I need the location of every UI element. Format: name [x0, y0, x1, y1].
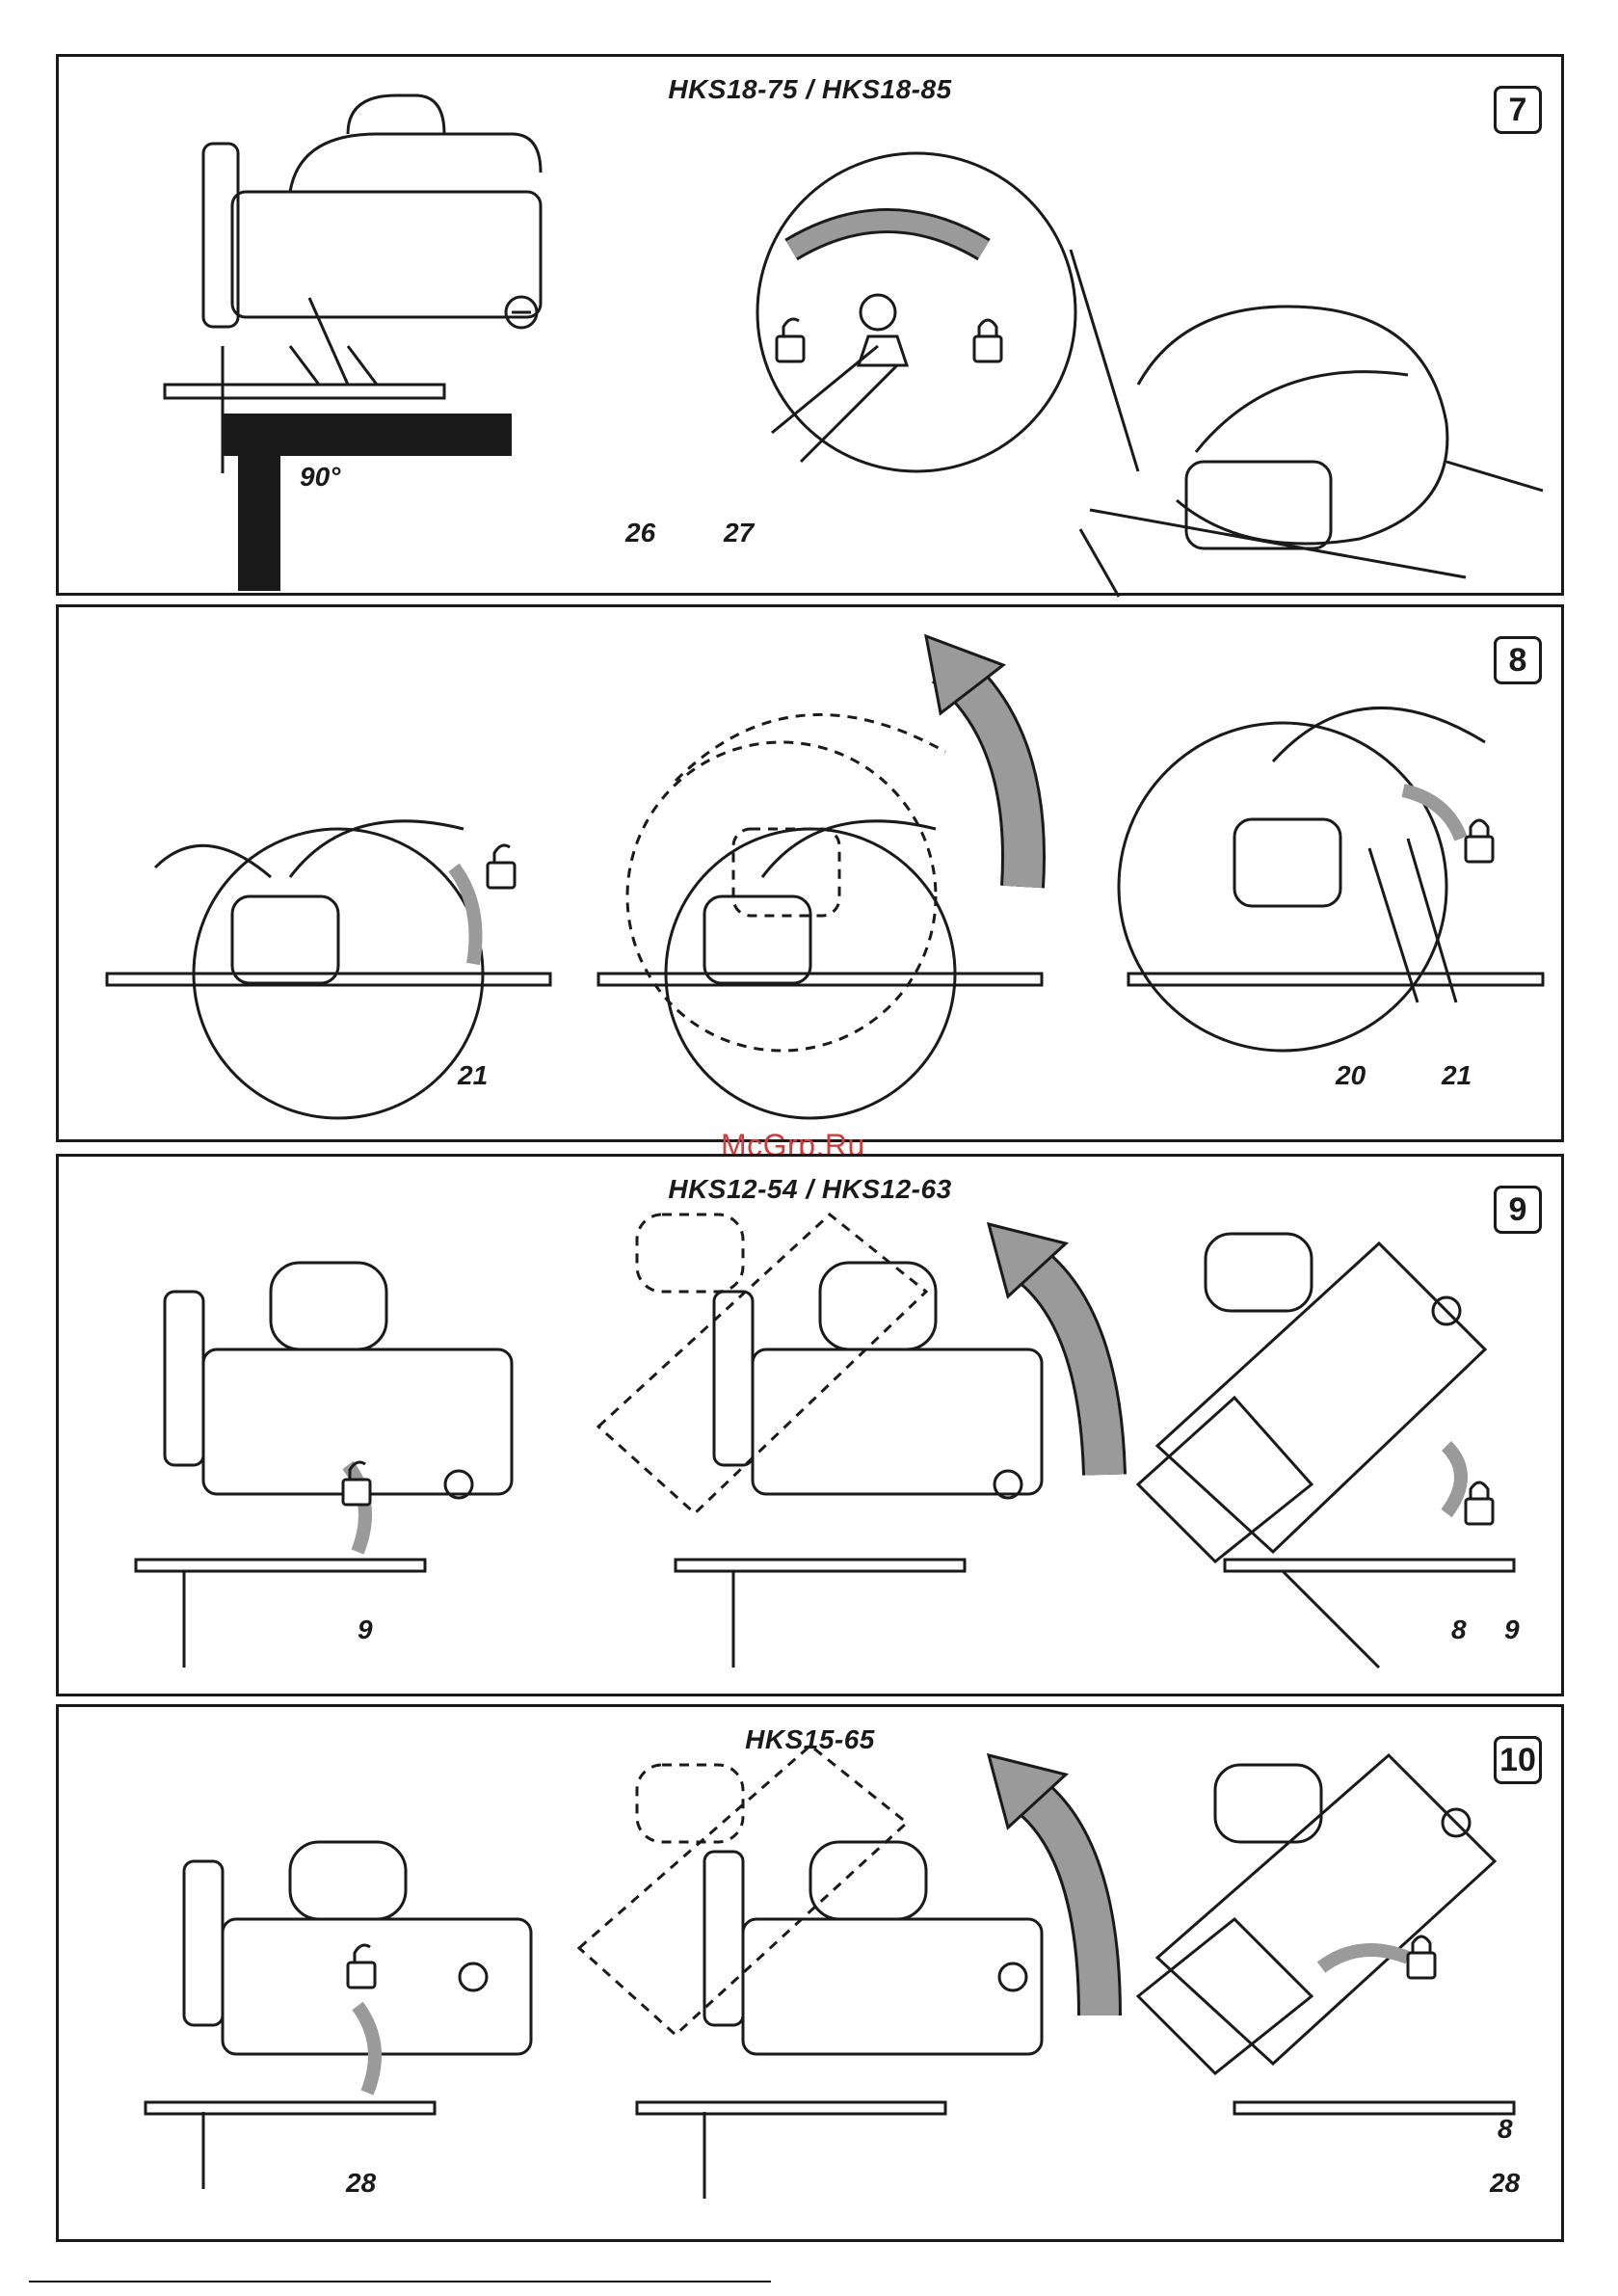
callout-26: 26	[625, 518, 655, 548]
figure-7-illustration	[59, 57, 1567, 599]
callout-27: 27	[724, 518, 754, 548]
callout-28-right: 28	[1490, 2168, 1520, 2199]
callout-90-degrees: 90°	[300, 462, 340, 493]
figure-10-illustration	[59, 1707, 1567, 2245]
padlock-closed-icon	[1466, 1482, 1493, 1524]
padlock-closed-icon	[1408, 1936, 1435, 1978]
figure-9-illustration	[59, 1157, 1567, 1699]
padlock-closed-icon	[1466, 820, 1493, 862]
page-footer-rule	[29, 2281, 771, 2283]
figure-10-panel: HKS15-65 10	[56, 1704, 1564, 2242]
padlock-open-icon	[777, 319, 804, 361]
callout-20: 20	[1336, 1060, 1366, 1091]
callout-8: 8	[1451, 1615, 1467, 1645]
padlock-open-icon	[488, 845, 515, 888]
padlock-closed-icon	[974, 320, 1001, 361]
callout-8: 8	[1498, 2114, 1513, 2145]
figure-7-panel: HKS18-75 / HKS18-85 7	[56, 54, 1564, 596]
figure-8-panel: 8	[56, 604, 1564, 1142]
callout-9-left: 9	[358, 1615, 373, 1645]
callout-21-left: 21	[458, 1060, 488, 1091]
callout-28-left: 28	[346, 2168, 376, 2199]
callout-21-right: 21	[1442, 1060, 1472, 1091]
padlock-open-icon	[348, 1945, 375, 1988]
callout-9-right: 9	[1504, 1615, 1520, 1645]
figure-9-panel: HKS12-54 / HKS12-63 9	[56, 1154, 1564, 1696]
